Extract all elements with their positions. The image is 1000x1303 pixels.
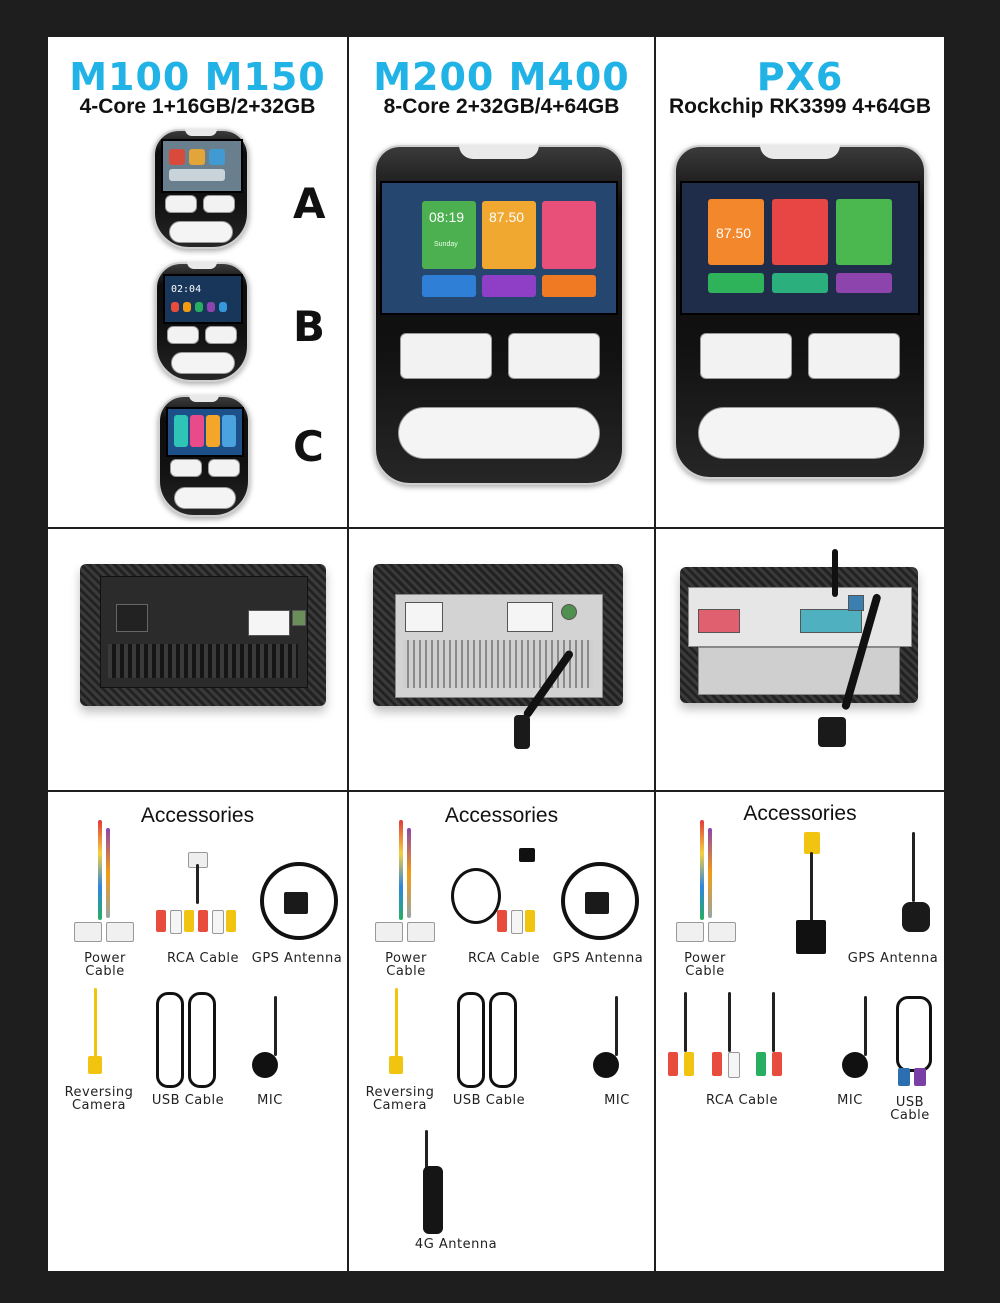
accessory-label: USB Cable bbox=[452, 1093, 526, 1108]
rear-view-m200 bbox=[373, 564, 623, 706]
head-unit-c bbox=[158, 395, 250, 517]
rear-view-m100 bbox=[80, 564, 326, 706]
divider bbox=[48, 790, 944, 792]
screen: 02:04 bbox=[163, 274, 243, 324]
screen-time: 08:19 bbox=[429, 209, 465, 225]
power-cable-image bbox=[369, 812, 441, 942]
accessories-heading: Accessories bbox=[444, 804, 559, 827]
variant-label: B bbox=[293, 302, 326, 351]
head-unit-px6: 87.50 bbox=[674, 145, 926, 479]
screen-day: Sunday bbox=[434, 241, 458, 248]
gps-antenna-image bbox=[555, 852, 639, 942]
accessories-heading: Accessories bbox=[140, 804, 255, 827]
usb-cable-image bbox=[152, 988, 222, 1088]
variant-label: C bbox=[293, 422, 324, 471]
model-column-m100: M100 M150 4-Core 1+16GB/2+32GB A 02:04 bbox=[48, 37, 347, 527]
model-spec: Rockchip RK3399 4+64GB bbox=[668, 95, 932, 118]
model-column-px6: PX6 Rockchip RK3399 4+64GB 87.50 bbox=[656, 37, 944, 527]
rear-view-px6 bbox=[680, 567, 918, 703]
head-unit-b: 02:04 bbox=[155, 262, 249, 382]
variant-label: A bbox=[293, 179, 326, 228]
divider bbox=[347, 37, 349, 1271]
reversing-camera-image bbox=[375, 988, 421, 1080]
accessory-label: RCA Cable bbox=[468, 951, 540, 966]
accessory-label: USB Cable bbox=[151, 1093, 225, 1108]
accessory-label: GPS Antenna bbox=[847, 951, 939, 966]
screen-radio: 87.50 bbox=[489, 209, 525, 225]
gps-antenna-image bbox=[254, 852, 338, 942]
screen: 87.50 bbox=[680, 181, 920, 315]
cable-plug bbox=[818, 717, 846, 747]
mic-image bbox=[826, 992, 886, 1092]
accessory-label: MIC bbox=[604, 1093, 630, 1108]
reversing-camera-image bbox=[74, 988, 120, 1080]
model-title: PX6 bbox=[756, 55, 844, 99]
accessories-m200: Accessories Power Cable RCA Cable GPS An… bbox=[349, 792, 654, 1271]
model-spec: 4-Core 1+16GB/2+32GB bbox=[79, 95, 316, 118]
screen bbox=[161, 139, 243, 193]
rca-cable-image bbox=[152, 852, 242, 944]
model-title: M200 M400 bbox=[373, 55, 630, 99]
usb-cable-image bbox=[892, 992, 942, 1092]
accessory-label: Power Cable bbox=[84, 951, 126, 979]
screen bbox=[166, 407, 244, 457]
accessory-label: RCA Cable bbox=[706, 1093, 778, 1108]
accessories-heading: Accessories bbox=[743, 802, 857, 825]
head-unit-m200: 08:19 Sunday 87.50 bbox=[374, 145, 624, 485]
gps-antenna-image bbox=[894, 832, 944, 942]
comparison-table: M100 M150 4-Core 1+16GB/2+32GB A 02:04 bbox=[48, 37, 944, 1271]
accessory-label: USB Cable bbox=[890, 1095, 930, 1123]
wifi-antenna bbox=[832, 549, 838, 597]
power-cable-image bbox=[68, 812, 140, 942]
model-column-m200: M200 M400 8-Core 2+32GB/4+64GB 08:19 Sun… bbox=[349, 37, 654, 527]
head-unit-a bbox=[153, 129, 249, 249]
accessories-px6: Accessories Power Cable GPS Antenna bbox=[656, 792, 944, 1271]
harness-image bbox=[774, 832, 844, 962]
divider bbox=[654, 37, 656, 1271]
model-title: M100 M150 bbox=[69, 55, 326, 99]
screen-radio: 87.50 bbox=[716, 225, 752, 241]
clock: 02:04 bbox=[171, 284, 202, 295]
power-cable-image bbox=[670, 812, 742, 942]
accessory-label: MIC bbox=[257, 1093, 283, 1108]
accessories-m100: Accessories Power Cable RCA Cable GPS An… bbox=[48, 792, 347, 1271]
accessory-label: GPS Antenna bbox=[251, 951, 343, 966]
accessory-label: RCA Cable bbox=[167, 951, 239, 966]
accessory-label: GPS Antenna bbox=[552, 951, 644, 966]
model-spec: 8-Core 2+32GB/4+64GB bbox=[383, 95, 620, 118]
divider bbox=[48, 527, 944, 529]
usb-cable-image bbox=[453, 988, 523, 1088]
accessory-label: Power Cable bbox=[684, 951, 726, 979]
rca-cable-image bbox=[449, 848, 545, 944]
rca-cable-image bbox=[664, 992, 804, 1092]
screen: 08:19 Sunday 87.50 bbox=[380, 181, 618, 315]
cable-plug bbox=[514, 715, 530, 749]
accessory-label: Power Cable bbox=[385, 951, 427, 979]
accessory-label: 4G Antenna bbox=[414, 1237, 498, 1252]
4g-antenna-image bbox=[413, 1130, 463, 1266]
mic-image bbox=[236, 992, 296, 1092]
accessory-label: MIC bbox=[837, 1093, 863, 1108]
mic-image bbox=[577, 992, 637, 1092]
